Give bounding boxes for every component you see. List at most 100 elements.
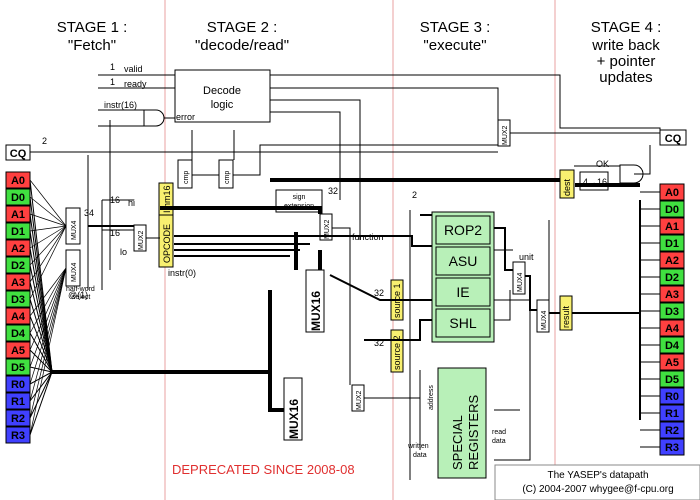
register-label-left-a5: A5 xyxy=(11,345,25,357)
register-label-left-a3: A3 xyxy=(11,277,25,289)
fetch-mux4-top xyxy=(65,207,81,245)
exec-unit-label-rop2: ROP2 xyxy=(444,222,482,238)
decode-logic-label-1: Decode xyxy=(203,85,241,97)
register-label-left-a0: A0 xyxy=(11,175,25,187)
cmp-box-1 xyxy=(177,159,193,189)
fan-mux-line-d5 xyxy=(29,267,67,368)
written-label-1: written xyxy=(407,443,429,450)
fan-mux-line-d1 xyxy=(29,225,67,232)
register-label-right-d0: D0 xyxy=(665,204,679,216)
exec-unit-rop2 xyxy=(435,215,491,245)
fetch-mux2-label: MUX2 xyxy=(138,230,145,250)
fan-line-d2 xyxy=(29,264,53,373)
cmp-label-1: cmp xyxy=(183,171,190,184)
decoder-4-16-label: 4→16 xyxy=(583,177,607,187)
fan-line-a3 xyxy=(29,281,53,373)
ready-label: ready xyxy=(124,79,147,89)
register-label-left-a4: A4 xyxy=(11,311,26,323)
stage-1-title: STAGE 1 : xyxy=(57,19,128,36)
register-label-left-a2: A2 xyxy=(11,243,25,255)
stage-4-title: STAGE 4 : xyxy=(591,19,662,36)
instr16-label: instr(16) xyxy=(104,100,137,110)
register-label-right-d2: D2 xyxy=(665,272,679,284)
credit-box xyxy=(494,464,700,500)
exec-unit-ie xyxy=(435,277,491,307)
register-label-left-r0: R0 xyxy=(11,379,25,391)
bus-34: 34 xyxy=(84,208,94,218)
exec-unit-label-asu: ASU xyxy=(449,253,478,269)
fan-mux-line-r3 xyxy=(29,267,67,436)
fetch-mux4-bottom xyxy=(65,249,81,287)
fan-line-r2 xyxy=(29,371,53,419)
register-label-right-r3: R3 xyxy=(665,442,679,454)
unit-mux4-label: MUX4 xyxy=(517,272,524,292)
stage-2-title: STAGE 2 : xyxy=(207,19,278,36)
decode-mux2-label: MUX2 xyxy=(324,219,331,239)
imm16-label: Imm16 xyxy=(162,185,172,213)
register-label-right-a3: A3 xyxy=(665,289,679,301)
fan-mux-line-a2 xyxy=(29,225,67,249)
bus-32-source2: 32 xyxy=(374,338,384,348)
register-label-right-r2: R2 xyxy=(665,425,679,437)
bus-32-source1: 32 xyxy=(374,288,384,298)
register-label-right-d1: D1 xyxy=(665,238,679,250)
bus-1-ready: 1 xyxy=(110,77,115,87)
and-gate-right xyxy=(619,164,644,184)
bus-32-sign: 32 xyxy=(328,186,338,196)
register-label-left-a1: A1 xyxy=(11,209,25,221)
bus-2-unit: 2 xyxy=(412,190,417,200)
register-label-right-d5: D5 xyxy=(665,374,679,386)
register-label-left-d4: D4 xyxy=(11,328,26,340)
source2-label: source 2 xyxy=(392,335,402,370)
unit-mux4 xyxy=(512,261,526,295)
hi-label: hi xyxy=(128,198,135,208)
decode-mux2 xyxy=(319,213,333,241)
fan-mux-line-r1 xyxy=(29,267,67,402)
register-label-left-d0: D0 xyxy=(11,192,25,204)
dest-label: dest xyxy=(562,178,572,196)
fan-mux-line-d0 xyxy=(29,196,67,227)
register-label-right-a0: A0 xyxy=(665,187,679,199)
dest-box xyxy=(559,169,575,199)
writeback-mux2-label: MUX2 xyxy=(502,125,509,145)
special-registers-box xyxy=(437,367,487,479)
credit-line-1: The YASEP's datapath xyxy=(547,470,648,481)
register-label-left-r3: R3 xyxy=(11,430,25,442)
instr0-label: instr(0) xyxy=(168,268,196,278)
register-label-right-r0: R0 xyxy=(665,391,679,403)
register-label-right-a5: A5 xyxy=(665,357,679,369)
register-label-left-r2: R2 xyxy=(11,413,25,425)
bus-16-lo: 16 xyxy=(110,228,120,238)
stage-3-title: STAGE 3 : xyxy=(420,19,491,36)
register-label-right-d4: D4 xyxy=(665,340,680,352)
written-label-2: data xyxy=(413,452,427,459)
stage-4-sub-1: write back xyxy=(591,37,660,54)
fan-mux-line-d2 xyxy=(29,225,67,266)
credit-line-2: (C) 2004-2007 whygee@f-cpu.org xyxy=(522,484,673,495)
register-label-right-a2: A2 xyxy=(665,255,679,267)
register-label-left-d2: D2 xyxy=(11,260,25,272)
lo-label: lo xyxy=(120,247,127,257)
fan-mux-line-d3 xyxy=(29,225,67,300)
register-label-left-d3: D3 xyxy=(11,294,25,306)
register-label-right-a1: A1 xyxy=(665,221,679,233)
fan-mux-line-r0 xyxy=(29,267,67,385)
bus-2-cq: 2 xyxy=(42,136,47,146)
stage-4-sub-2: + pointer xyxy=(597,53,656,70)
fetch-mux4-bottom-label: MUX4 xyxy=(71,262,78,282)
cmp-label-2: cmp xyxy=(224,171,231,184)
fan-line-r1 xyxy=(29,371,53,402)
exec-unit-label-shl: SHL xyxy=(449,315,476,331)
fan-mux-line-a1 xyxy=(29,213,67,227)
valid-label: valid xyxy=(124,64,143,74)
mux16-upper-label: MUX16 xyxy=(309,291,323,331)
decode-logic-box xyxy=(174,69,271,123)
cmp-box-2 xyxy=(218,159,234,189)
fan-line-r3 xyxy=(29,371,53,436)
exec-unit-label-ie: IE xyxy=(456,284,469,300)
ok-label: OK xyxy=(596,159,609,169)
